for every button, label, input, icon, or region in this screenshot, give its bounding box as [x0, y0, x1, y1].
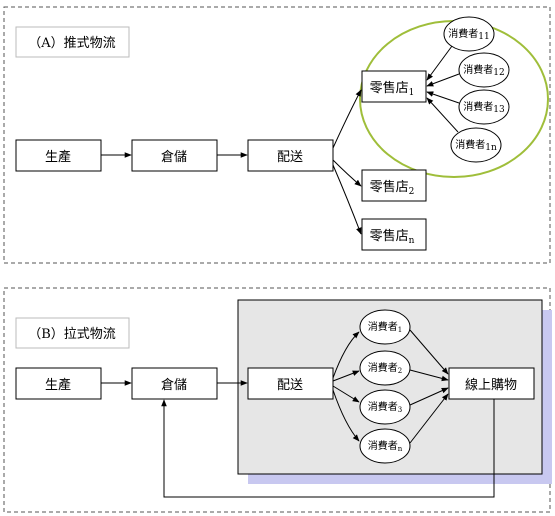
a-arrow-consumer-1n-store — [426, 97, 459, 133]
b-arrow-consumer-1-online — [409, 329, 449, 375]
a-arrow-delivery-store-n — [332, 164, 362, 235]
b-arrow-consumer-3-online — [409, 387, 449, 406]
b-arrow-consumer-n-online — [409, 393, 449, 444]
b-production-label: 生產 — [45, 377, 71, 393]
b-arrow-delivery-consumer-3 — [332, 385, 360, 403]
b-delivery-label: 配送 — [277, 378, 303, 393]
b-online-shopping-box — [448, 367, 535, 400]
a-warehouse-box — [131, 139, 218, 172]
b-consumer-2-label: 消費者2 — [368, 361, 402, 375]
b-online-shopping-label: 線上購物 — [465, 377, 517, 393]
a-arrow-consumer-12-store — [426, 73, 460, 87]
b-arrow-delivery-consumer-1 — [332, 331, 360, 379]
b-consumer-n-label: 消費者n — [368, 439, 403, 453]
a-store-1-label: 零售店1 — [370, 80, 415, 98]
a-delivery-label: 配送 — [277, 150, 303, 165]
panel-b-title-box — [15, 317, 130, 349]
panel-b-pull-logistics: （B）拉式物流 生產 倉儲 配送 線上購物 消費者1 消費者2 消費者3 消費者… — [3, 287, 552, 513]
a-arrow-delivery-store-1 — [332, 89, 362, 149]
a-consumer-13 — [458, 89, 510, 125]
b-delivery-box — [247, 367, 334, 400]
panel-b-title: （B）拉式物流 — [28, 327, 116, 342]
a-arrow-delivery-store-2 — [332, 159, 362, 187]
panel-a-title-box — [15, 26, 130, 58]
panel-a-title: （A）推式物流 — [28, 36, 115, 51]
a-store-n-label: 零售店n — [370, 228, 415, 246]
b-consumer-1-label: 消費者1 — [368, 320, 402, 334]
a-consumer-11 — [443, 16, 495, 52]
a-arrow-consumer-11-store — [426, 45, 453, 81]
b-arrow-delivery-consumer-2 — [332, 370, 360, 382]
b-consumer-1 — [359, 309, 411, 345]
b-consumer-n — [359, 428, 411, 464]
a-consumer-11-label: 消費者11 — [448, 27, 489, 42]
panel-a-frame — [3, 6, 551, 264]
a-arrow-consumer-13-store — [426, 91, 460, 104]
b-warehouse-label: 倉儲 — [161, 378, 187, 393]
panel-a-push-logistics: （A）推式物流 生產 倉儲 配送 零售店1 零售店2 零售店n 消費者11 消費… — [3, 6, 551, 264]
a-consumer-1n-label: 消費者1n — [455, 138, 497, 153]
a-warehouse-label: 倉儲 — [161, 150, 187, 165]
a-delivery-box — [247, 139, 334, 172]
a-consumer-12 — [458, 52, 510, 88]
b-consumer-3 — [359, 389, 411, 425]
a-store-1-box — [361, 70, 427, 103]
b-arrow-consumer-2-online — [409, 369, 449, 382]
b-consumer-2 — [359, 350, 411, 386]
a-consumer-1n — [450, 127, 502, 163]
b-arrow-online-to-warehouse — [161, 399, 495, 498]
a-consumer-13-label: 消費者13 — [463, 100, 505, 115]
a-store-2-box — [361, 169, 427, 202]
b-consumer-3-label: 消費者3 — [368, 400, 402, 414]
b-warehouse-box — [131, 367, 218, 400]
a-store-2-label: 零售店2 — [370, 179, 415, 197]
a-consumer-12-label: 消費者12 — [463, 63, 504, 78]
a-store-n-box — [361, 218, 427, 251]
b-arrow-delivery-consumer-n — [332, 389, 360, 442]
a-production-label: 生產 — [45, 149, 71, 165]
